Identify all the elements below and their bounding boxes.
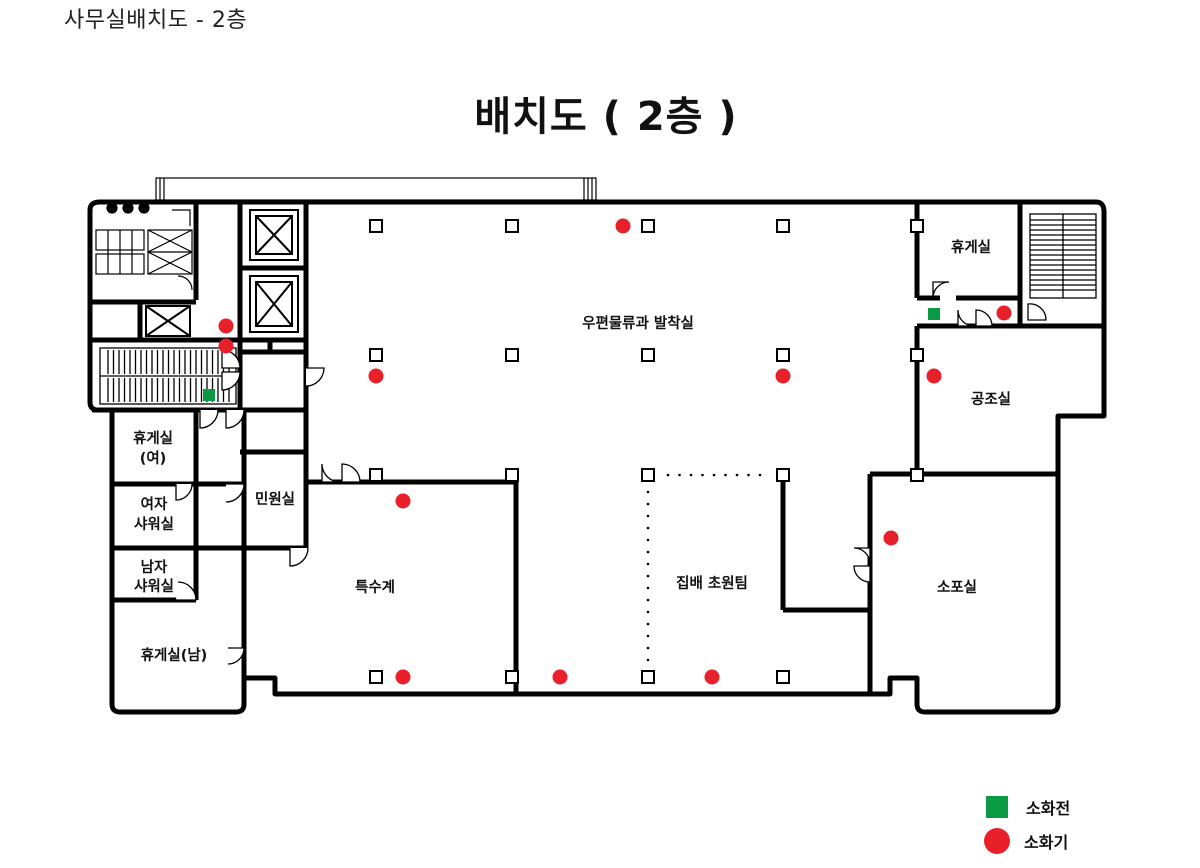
fire-hydrants <box>203 308 940 401</box>
room-label-postal: 우편물류과 발착실 <box>582 315 694 332</box>
extinguisher-icon <box>218 338 234 354</box>
room-label-parcel: 소포실 <box>937 579 977 596</box>
hydrant-icon <box>928 308 940 320</box>
structural-columns <box>369 219 924 684</box>
column <box>505 468 519 482</box>
extinguisher-icon <box>395 493 411 509</box>
column <box>369 670 383 684</box>
column <box>505 219 519 233</box>
column <box>641 468 655 482</box>
legend-item-extinguisher: 소화기 <box>984 824 1070 858</box>
stairs-right <box>1029 213 1097 299</box>
legend-label-extinguisher: 소화기 <box>1024 833 1069 852</box>
extinguisher-icon <box>926 368 942 384</box>
room-label-lounge-top: 휴게실 <box>951 239 991 256</box>
doors <box>175 281 1047 665</box>
hydrant-icon <box>203 389 215 401</box>
legend-item-hydrant: 소화전 <box>986 790 1070 824</box>
column <box>641 670 655 684</box>
room-label-shower-male-2: 샤워실 <box>134 578 174 595</box>
hydrant-icon <box>986 796 1008 818</box>
column <box>776 468 790 482</box>
room-label-civil: 민원실 <box>255 491 295 508</box>
room-label-shower-female-1: 여자 <box>141 496 168 513</box>
room-label-aircon: 공조실 <box>971 391 1011 408</box>
column <box>369 348 383 362</box>
legend-label-hydrant: 소화전 <box>1026 799 1071 818</box>
elevator-shafts <box>145 209 299 337</box>
room-label-lounge-female-1: 휴게실 <box>133 430 173 447</box>
column <box>369 219 383 233</box>
room-label-lounge-male: 휴게실(남) <box>141 647 208 664</box>
room-label-shower-female-2: 샤워실 <box>134 516 174 533</box>
column <box>641 219 655 233</box>
column <box>776 348 790 362</box>
room-label-special: 특수계 <box>355 579 395 596</box>
page-header-title: 사무실배치도 - 2층 <box>64 8 248 33</box>
extinguisher-icon <box>395 669 411 685</box>
column <box>776 219 790 233</box>
column <box>641 348 655 362</box>
room-label-shower-male-1: 남자 <box>141 559 168 576</box>
column <box>369 468 383 482</box>
column <box>505 670 519 684</box>
balcony-railing <box>155 177 597 201</box>
column <box>910 219 924 233</box>
extinguisher-icon <box>984 828 1010 854</box>
extinguisher-icon <box>368 368 384 384</box>
column <box>505 348 519 362</box>
floor-plan-title: 배치도 ( 2층 ) <box>474 94 738 140</box>
extinguisher-icon <box>218 318 234 334</box>
stairs-left <box>99 347 237 405</box>
room-labels: 우편물류과 발착실 휴게실 공조실 휴게실 (여) 여자 샤워실 남자 샤워실 … <box>133 239 1011 664</box>
legend: 소화전 소화기 <box>984 790 1070 858</box>
column <box>776 670 790 684</box>
extinguisher-icon <box>996 305 1012 321</box>
room-label-lounge-female-2: (여) <box>140 450 167 467</box>
restroom-fixtures <box>95 202 193 291</box>
extinguisher-icon <box>615 218 631 234</box>
room-label-delivery: 집배 초원팀 <box>676 574 748 592</box>
column <box>910 348 924 362</box>
fire-extinguishers <box>218 218 1012 685</box>
extinguisher-icon <box>552 669 568 685</box>
dotted-partition <box>646 473 762 662</box>
extinguisher-icon <box>775 368 791 384</box>
column <box>910 468 924 482</box>
extinguisher-icon <box>883 530 899 546</box>
extinguisher-icon <box>704 669 720 685</box>
walls <box>87 199 1107 715</box>
